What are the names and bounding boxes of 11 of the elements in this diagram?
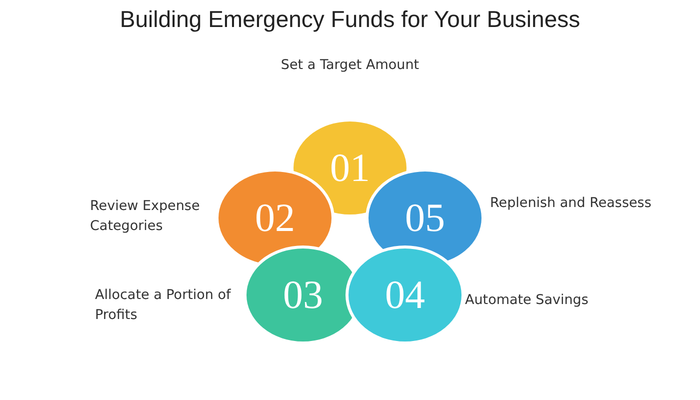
step-label: Allocate a Portion of Profits — [95, 286, 232, 325]
step-number: 03 — [283, 275, 323, 315]
step-number: 05 — [405, 198, 445, 238]
step-label: Automate Savings — [465, 291, 590, 310]
step-label: Set a Target Amount — [280, 56, 420, 75]
step-label: Replenish and Reassess — [490, 194, 652, 213]
step-number: 04 — [385, 275, 425, 315]
step-number: 01 — [330, 148, 370, 188]
diagram-title: Building Emergency Funds for Your Business — [118, 6, 582, 33]
step-number: 02 — [255, 198, 295, 238]
step-label: Review Expense Categories — [90, 197, 201, 236]
